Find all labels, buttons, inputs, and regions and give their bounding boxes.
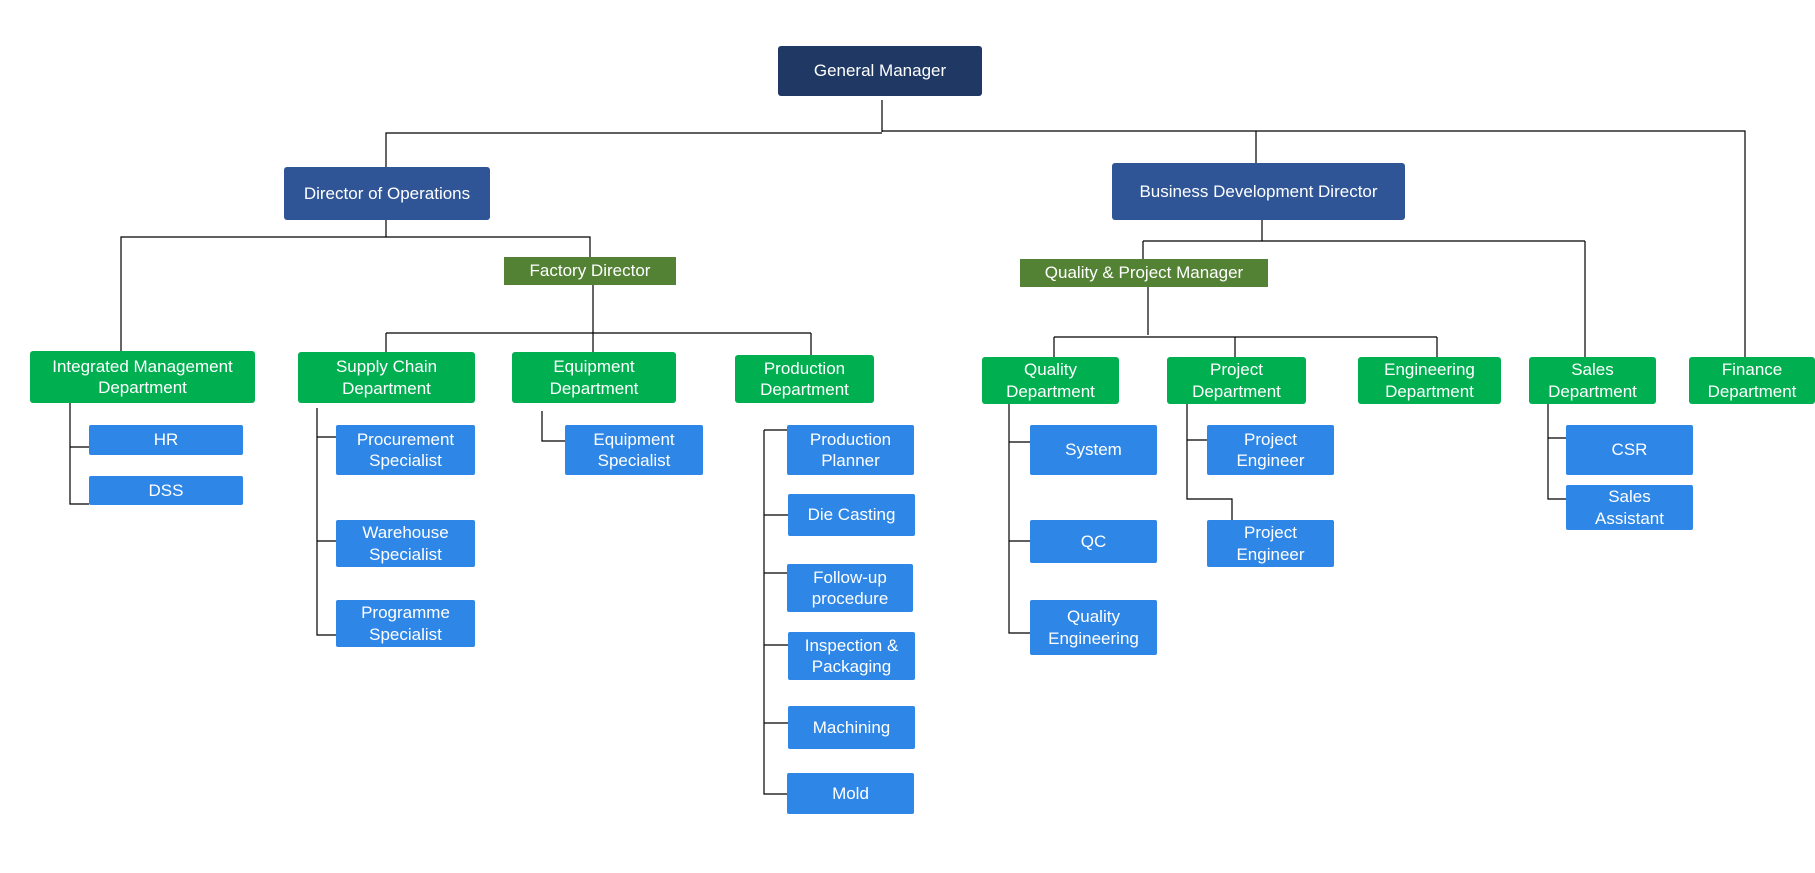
role-warehouse-specialist: Warehouse Specialist: [336, 520, 475, 567]
role-machining: Machining: [788, 706, 915, 749]
role-sales-assistant: Sales Assistant: [1566, 485, 1693, 530]
role-programme-specialist: Programme Specialist: [336, 600, 475, 647]
node-factory-director: Factory Director: [504, 257, 676, 285]
connector-sales-roles: [1547, 404, 1566, 500]
role-mold: Mold: [787, 773, 914, 814]
connector-quality-roles: [1008, 404, 1030, 634]
role-inspection-packaging: Inspection & Packaging: [788, 632, 915, 680]
dept-production: Production Department: [735, 355, 874, 403]
connector-ops-to-factory: [386, 236, 591, 257]
dept-equipment: Equipment Department: [512, 352, 676, 403]
dept-finance: Finance Department: [1689, 357, 1815, 404]
connector-ops-to-ims: [120, 236, 386, 351]
dept-integrated-management: Integrated Management Department: [30, 351, 255, 403]
dept-engineering: Engineering Department: [1358, 357, 1501, 404]
role-dss: DSS: [89, 476, 243, 505]
node-quality-project-manager: Quality & Project Manager: [1020, 259, 1268, 287]
dept-sales: Sales Department: [1529, 357, 1656, 404]
role-qc: QC: [1030, 520, 1157, 563]
role-equipment-specialist: Equipment Specialist: [565, 425, 703, 475]
role-procurement-specialist: Procurement Specialist: [336, 425, 475, 475]
role-follow-up-procedure: Follow-up procedure: [787, 564, 913, 612]
node-director-of-operations: Director of Operations: [284, 167, 490, 220]
role-production-planner: Production Planner: [787, 425, 914, 475]
connector-production-roles: [763, 430, 787, 795]
role-project-engineer-2: Project Engineer: [1207, 520, 1334, 567]
connector-gm-bus: [882, 130, 1746, 357]
connector-project-roles: [1186, 404, 1233, 520]
connector-supply-roles: [316, 408, 336, 636]
role-project-engineer-1: Project Engineer: [1207, 425, 1334, 475]
connector-equipment-role: [541, 411, 565, 442]
node-general-manager: General Manager: [778, 46, 982, 96]
role-quality-engineering: Quality Engineering: [1030, 600, 1157, 655]
connector-ims-roles: [69, 403, 89, 505]
role-csr: CSR: [1566, 425, 1693, 475]
role-die-casting: Die Casting: [788, 494, 915, 536]
dept-project: Project Department: [1167, 357, 1306, 404]
dept-supply-chain: Supply Chain Department: [298, 352, 475, 403]
dept-quality: Quality Department: [982, 357, 1119, 404]
role-system: System: [1030, 425, 1157, 475]
role-hr: HR: [89, 425, 243, 455]
connector-gm-to-operations: [385, 132, 882, 167]
node-business-development-director: Business Development Director: [1112, 163, 1405, 220]
